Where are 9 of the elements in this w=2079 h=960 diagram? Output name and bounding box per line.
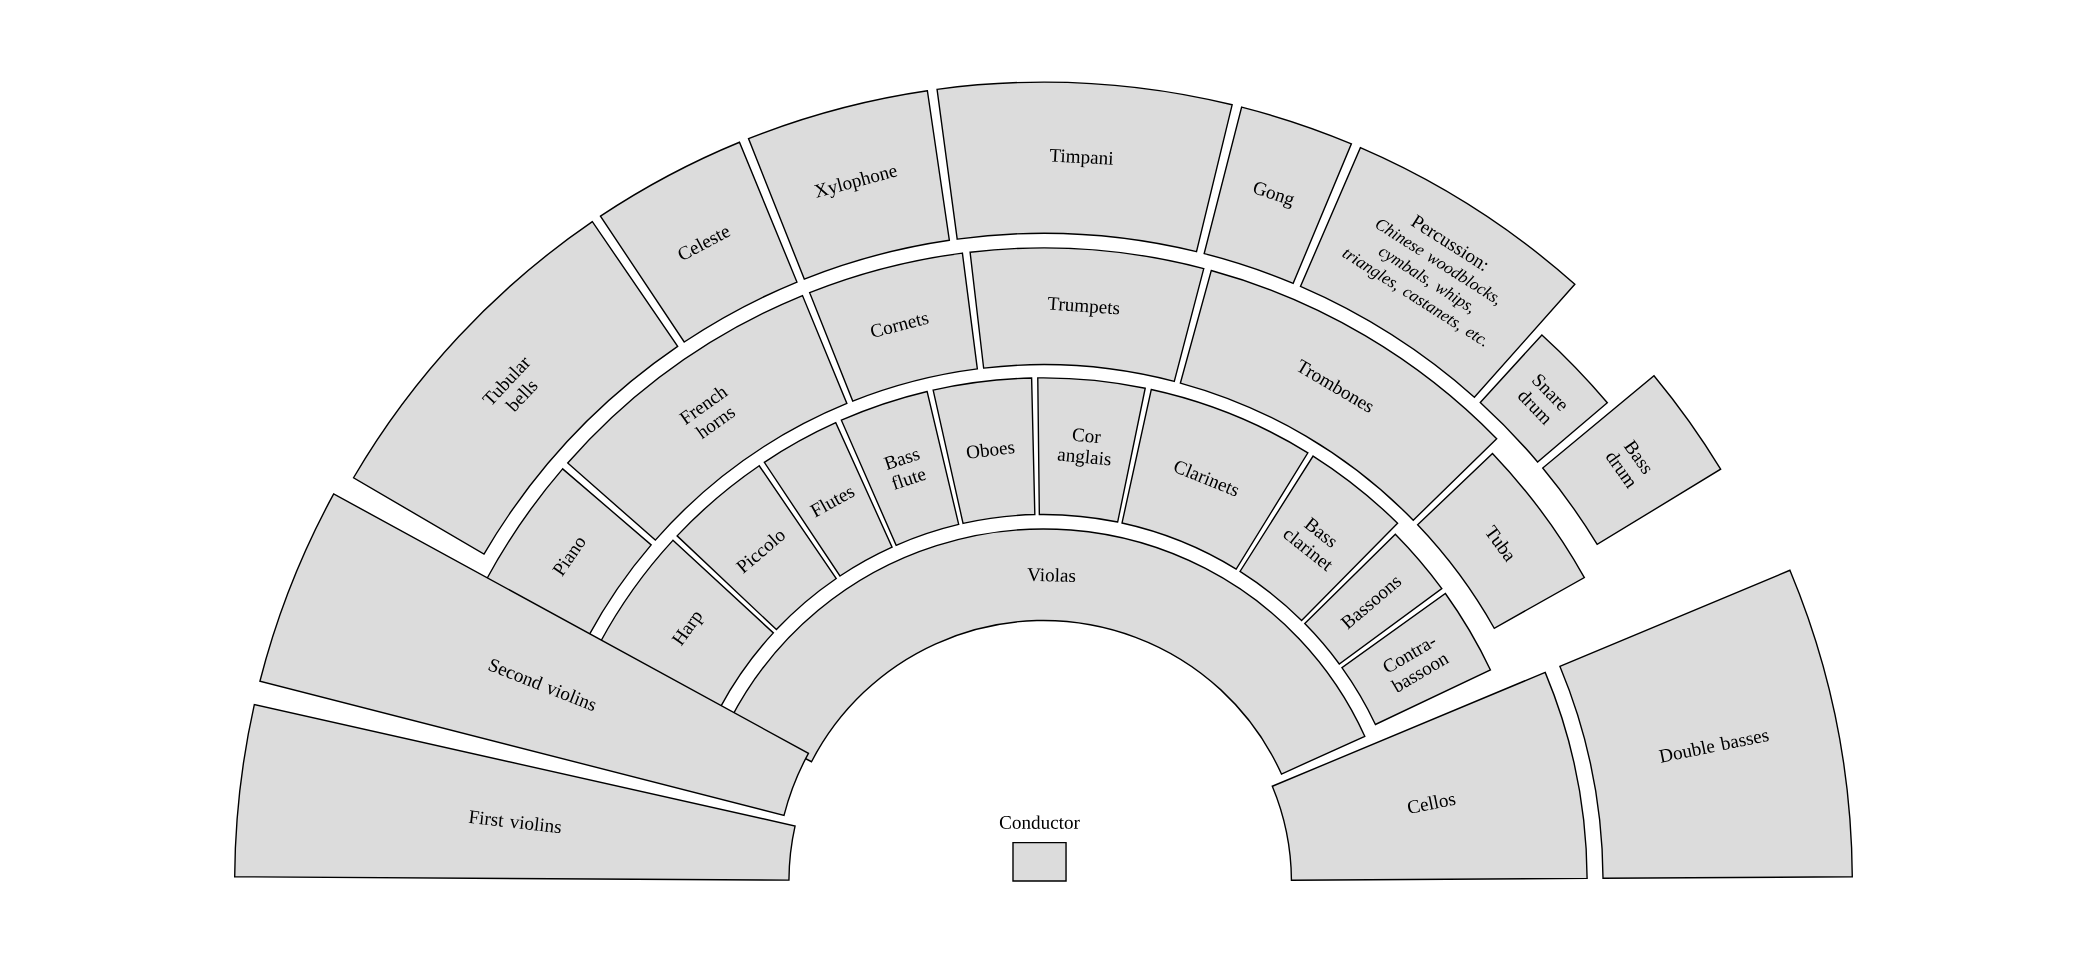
section: Cornets (808, 252, 979, 402)
section: Celeste (599, 141, 798, 343)
section: Oboes (932, 377, 1036, 525)
section: Timpani (936, 81, 1233, 253)
conductor-box (1012, 841, 1067, 882)
section: Double basses (1559, 569, 1853, 880)
node-caption: Conductor (999, 815, 1080, 829)
section: Cor anglais (1037, 377, 1146, 523)
section: Xylophone (747, 90, 951, 280)
